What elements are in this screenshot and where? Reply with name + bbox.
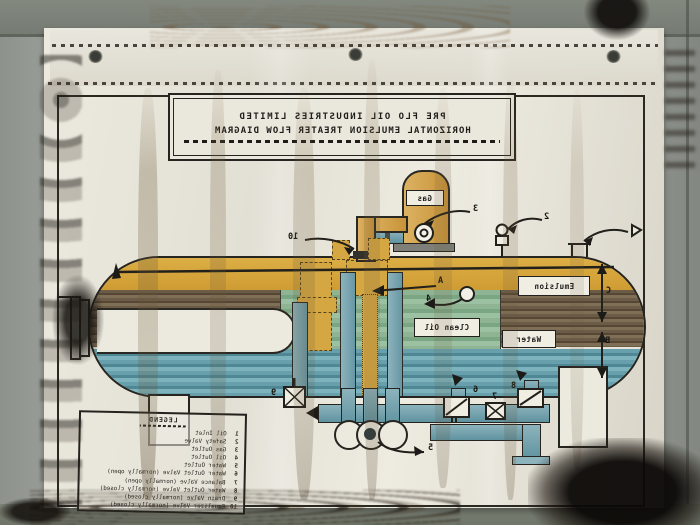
gas-label-box: Gas xyxy=(406,190,444,206)
valve6-diagonal xyxy=(445,398,468,416)
dimC-arrow-top xyxy=(597,264,607,274)
center-spreader-column xyxy=(362,294,378,396)
marker-drain-9: 9 xyxy=(271,388,277,398)
valves-group xyxy=(283,223,544,420)
valve6-flow-arrow xyxy=(452,374,463,386)
marker5-arrowhead xyxy=(414,446,424,456)
drip-stain-4 xyxy=(364,60,380,500)
equalizer-valve-body xyxy=(353,251,373,259)
grommet-hole-left xyxy=(88,50,103,63)
vent-arrow xyxy=(583,228,629,242)
valve8-flow-arrow xyxy=(516,370,527,381)
marker10-arrowhead xyxy=(344,247,354,255)
inlet-distributor-line xyxy=(115,265,615,274)
firetube-u-tube xyxy=(97,308,296,354)
marker2-arrowhead xyxy=(508,225,517,234)
emulsion-label: Emulsion xyxy=(533,281,575,291)
safety-valve-body xyxy=(495,235,509,246)
treater-vessel xyxy=(88,256,646,398)
valve8-diagonal xyxy=(519,390,542,406)
marker4-arrowhead xyxy=(424,298,435,309)
drip-stain-7 xyxy=(570,90,584,470)
oil-outlet-float xyxy=(459,286,475,302)
marker-gas-outlet-3: 3 xyxy=(473,204,479,214)
marker-valve-7: 7 xyxy=(492,392,498,402)
inlet-arrowhead xyxy=(112,263,121,279)
header-end-arrow xyxy=(306,406,318,420)
gas-side-pipe-flange xyxy=(385,226,390,245)
title-block-inner: PRE FLO OIL INDUSTRIES LIMITED HORIZONTA… xyxy=(173,98,511,156)
grommet-hole-right xyxy=(606,50,621,63)
marker-oil-outlet-4: 4 xyxy=(426,294,432,304)
grommet-hole-center xyxy=(348,48,363,61)
marker-dim-C: C xyxy=(606,286,612,296)
drain-valve-x xyxy=(284,387,305,407)
legend-num-2: 2 xyxy=(234,439,239,446)
legend-num-3: 3 xyxy=(234,447,239,454)
legend-num-4: 4 xyxy=(234,455,239,462)
valve7-x xyxy=(486,403,505,419)
drip-stain-1 xyxy=(138,88,158,500)
markerA-arrow xyxy=(373,285,437,292)
vent-arrowhead xyxy=(584,237,593,246)
gas-tower-base xyxy=(393,243,455,252)
legend-num-7: 7 xyxy=(234,480,238,487)
title-underline-dashes xyxy=(184,139,500,143)
marker3-arrow xyxy=(423,210,471,225)
internal-downcomer-3 xyxy=(387,272,403,396)
legend-num-6: 6 xyxy=(234,471,238,479)
stitch-row-bottom xyxy=(48,82,658,85)
legend-num-1: 1 xyxy=(235,431,239,438)
dimC-arrow-bottom xyxy=(597,312,607,322)
title-block: PRE FLO OIL INDUSTRIES LIMITED HORIZONTA… xyxy=(168,93,516,161)
internal-downcomer-2 xyxy=(340,272,356,396)
internal-downcomer-1 xyxy=(292,302,308,396)
marker10-arrow xyxy=(304,237,355,250)
emulsion-label-box: Emulsion xyxy=(518,276,590,296)
markerA-arrowhead xyxy=(372,285,384,296)
drip-stain-6 xyxy=(503,80,518,500)
dimB-arrow-top xyxy=(597,332,607,342)
marker-safety-2: 2 xyxy=(544,212,550,222)
legend-num-5: 5 xyxy=(234,463,238,470)
drip-stain-2 xyxy=(210,70,226,500)
drip-stain-5 xyxy=(434,88,452,488)
marker-water-outlet-5: 5 xyxy=(428,443,434,453)
clean-oil-label-box: Clean Oil xyxy=(414,318,480,337)
gas-regulator-dial xyxy=(414,223,434,243)
stitch-row-top xyxy=(52,44,658,47)
vent-marker-triangle xyxy=(631,223,643,238)
gas-regulator-dial-center xyxy=(419,228,429,238)
legend-num-9: 9 xyxy=(233,496,238,503)
vessel-top-nozzle-2 xyxy=(368,238,390,260)
marker2-arrow xyxy=(507,217,543,230)
wall-seam-line xyxy=(686,0,689,525)
dimB-arrow-bottom xyxy=(597,368,607,378)
pipe-end-2-core xyxy=(364,428,376,440)
marker-valve-6: 6 xyxy=(473,385,479,395)
marker-dim-B: B xyxy=(605,336,611,346)
legend-num-8: 8 xyxy=(233,488,238,495)
drip-stain-3 xyxy=(293,88,315,500)
legend-num-10: 10 xyxy=(230,504,238,511)
vent-fitting xyxy=(568,243,591,257)
water-label-box: Water xyxy=(502,330,556,348)
water-label: Water xyxy=(516,334,542,344)
legend-label-10: Equalizer Valve (normally closed) xyxy=(109,501,226,511)
